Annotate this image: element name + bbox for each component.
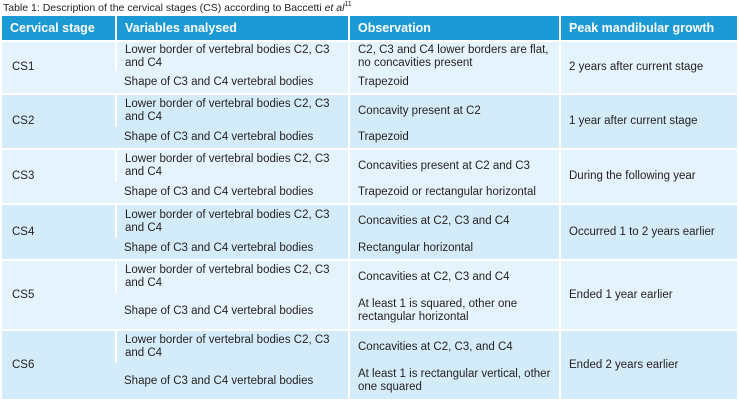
variable-cell: Lower border of vertebral bodies C2, C3 … [115,259,349,293]
observation-cell: At least 1 is rectangular vertical, othe… [348,363,560,399]
observation-cell: At least 1 is squared, other one rectang… [348,293,560,330]
header-observation: Observation [348,16,560,41]
observation-cell: C2, C3 and C4 lower borders are flat, no… [348,40,560,71]
stage-cell: CS3 [2,148,116,204]
cervical-stages-table: Cervical stage Variables analysed Observ… [2,16,737,399]
table-row: CS2 Lower border of vertebral bodies C2,… [2,93,737,149]
observation-cell: Trapezoid or rectangular horizontal [348,182,560,204]
table-row: Shape of C3 and C4 vertebral bodies Trap… [2,71,737,94]
table-row: CS3 Lower border of vertebral bodies C2,… [2,148,737,204]
table-row: Shape of C3 and C4 vertebral bodies Trap… [2,182,737,204]
table-row: CS1 Lower border of vertebral bodies C2,… [2,40,737,94]
variable-cell: Shape of C3 and C4 vertebral bodies [116,293,349,330]
peak-cell: Occurred 1 to 2 years earlier [559,203,737,260]
stage-cell: CS2 [2,93,116,149]
stage-cell: CS6 [2,329,116,399]
observation-cell: Concavities at C2, C3, and C4 [348,329,560,363]
table-row: CS5 Lower border of vertebral bodies C2,… [2,259,737,330]
observation-cell: Rectangular horizontal [348,238,560,260]
table-row: CS4 Lower border of vertebral bodies C2,… [2,203,737,260]
variable-cell: Shape of C3 and C4 vertebral bodies [116,363,349,399]
header-cervical-stage: Cervical stage [2,16,116,41]
variable-cell: Lower border of vertebral bodies C2, C3 … [115,329,349,363]
variable-cell: Shape of C3 and C4 vertebral bodies [116,127,349,149]
caption-reference: 11 [344,1,352,8]
peak-cell: 1 year after current stage [559,93,737,149]
peak-cell: Ended 2 years earlier [559,329,737,399]
table-row: Shape of C3 and C4 vertebral bodies Trap… [2,127,737,149]
observation-cell: Concavities at C2, C3 and C4 [348,259,560,293]
observation-cell: Concavities present at C2 and C3 [348,148,560,182]
table-row: CS6 Lower border of vertebral bodies C2,… [2,329,737,399]
observation-cell: Concavity present at C2 [348,93,560,127]
stage-cell: CS1 [2,40,116,94]
variable-cell: Shape of C3 and C4 vertebral bodies [116,182,349,204]
peak-cell: 2 years after current stage [559,40,737,94]
caption-italic: et al [324,2,345,14]
caption-text: Table 1: Description of the cervical sta… [3,2,325,14]
table-row: Shape of C3 and C4 vertebral bodies At l… [2,363,737,399]
table-caption: Table 1: Description of the cervical sta… [0,0,739,16]
variable-cell: Lower border of vertebral bodies C2, C3 … [115,148,349,182]
observation-cell: Concavities at C2, C3 and C4 [348,203,560,238]
observation-cell: Trapezoid [348,127,560,149]
variable-cell: Shape of C3 and C4 vertebral bodies [116,238,349,260]
variable-cell: Lower border of vertebral bodies C2, C3 … [115,93,349,127]
table-row: Shape of C3 and C4 vertebral bodies Rect… [2,238,737,260]
header-variables-analysed: Variables analysed [115,16,349,41]
stage-cell: CS4 [2,203,116,260]
header-peak-mandibular-growth: Peak mandibular growth [559,16,737,41]
variable-cell: Shape of C3 and C4 vertebral bodies [116,71,349,94]
variable-cell: Lower border of vertebral bodies C2, C3 … [115,203,349,238]
peak-cell: During the following year [559,148,737,204]
header-row: Cervical stage Variables analysed Observ… [2,16,737,41]
table-row: Shape of C3 and C4 vertebral bodies At l… [2,293,737,330]
variable-cell: Lower border of vertebral bodies C2, C3 … [115,40,349,71]
stage-cell: CS5 [2,259,116,330]
observation-cell: Trapezoid [348,71,560,94]
peak-cell: Ended 1 year earlier [559,259,737,330]
